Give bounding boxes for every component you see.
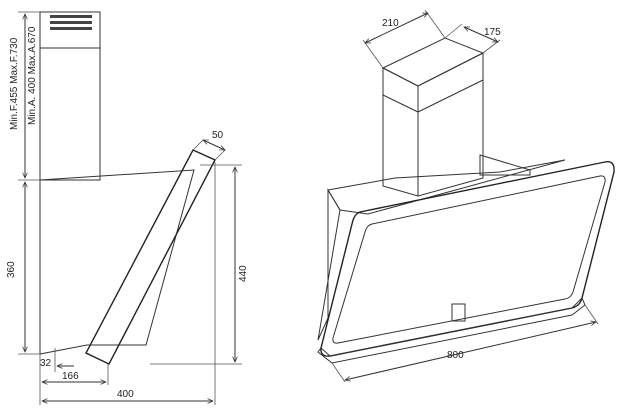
side-hood-body (39, 169, 195, 355)
perspective-view: 210 175 800 (317, 9, 615, 383)
side-view: Min.F.455 Max.F.730 Min.A. 400 Max.A.670… (6, 11, 249, 405)
hood-body (327, 159, 566, 215)
side-chimney (39, 11, 101, 181)
hood-glass-frame (320, 161, 615, 357)
chimney-to-glass-label: 166 (62, 371, 79, 382)
overall-width-label: 800 (447, 350, 464, 361)
total-height-label: 440 (238, 265, 249, 282)
chimney-top (381, 37, 485, 87)
hood-glass-panel (332, 175, 606, 344)
glass-thickness-label: 50 (212, 130, 224, 141)
side-glass-panel (85, 149, 216, 365)
flue-range-label-1: Min.F.455 Max.F.730 (9, 37, 20, 130)
chimney-width-label: 210 (382, 18, 399, 29)
overall-depth-label: 400 (117, 389, 134, 400)
flue-range-label-2: Min.A. 400 Max.A.670 (27, 26, 38, 125)
bottom-offset-label: 32 (40, 358, 52, 369)
chimney-depth-label: 175 (484, 27, 501, 38)
vent-grille (50, 15, 92, 30)
body-height-label: 360 (6, 261, 17, 278)
